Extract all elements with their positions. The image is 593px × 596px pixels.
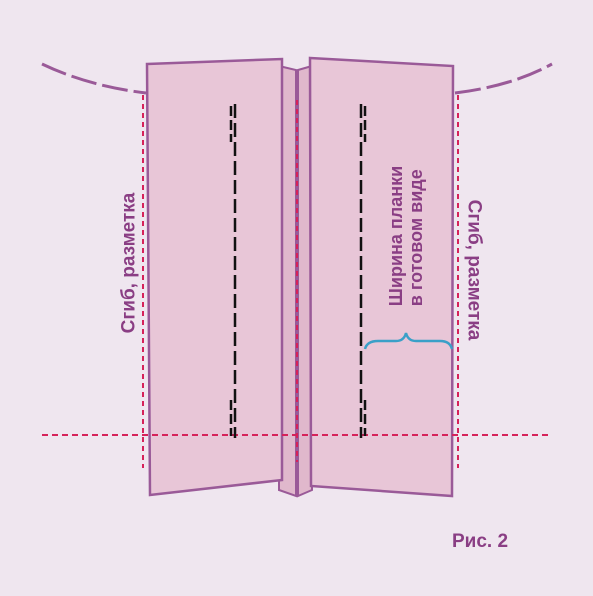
left-fabric-panel [145,57,284,497]
placket-width-brace [363,332,454,350]
left-stitch-line [229,104,237,438]
fold-marking-label-left: Сгиб, разметка [118,192,140,334]
neckline-right-arc [454,62,553,95]
placket-width-label-line2: в готовом виде [406,169,426,307]
figure-caption: Рис. 2 [452,531,509,552]
placket-width-label-line1: Ширина планки [385,165,406,307]
right-fabric-panel [308,56,455,498]
fold-marking-label-right: Сгиб, разметка [463,199,485,341]
placket-width-label: Ширина планки в готовом виде [386,166,426,306]
right-stitch-line [359,104,367,438]
neckline-left-arc [41,62,147,95]
